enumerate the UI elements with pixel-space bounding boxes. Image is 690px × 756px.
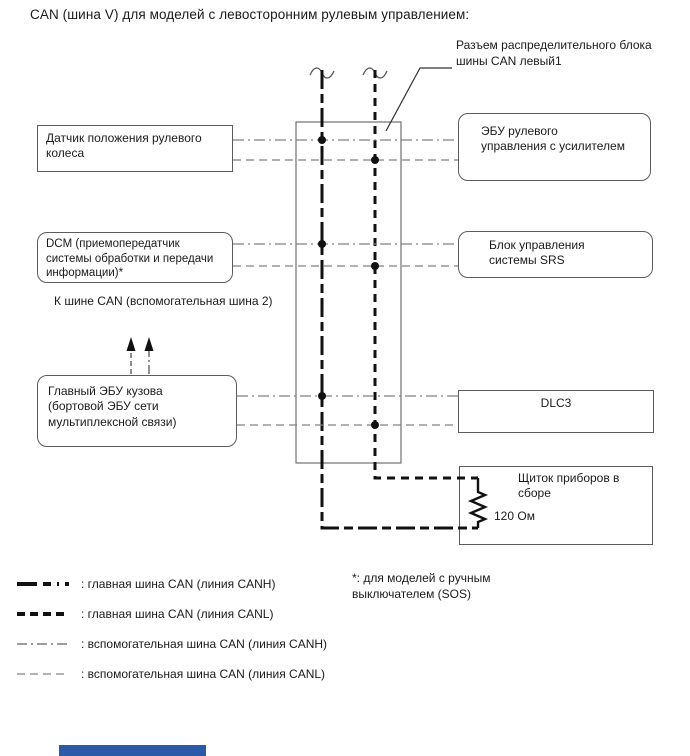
node-steering-position-sensor: Датчик положения рулевого колеса [37, 125, 233, 172]
node-instrument-cluster: Щиток приборов в сборе [459, 466, 653, 545]
legend-main-canl: : главная шина CAN (линия CANL) [16, 606, 273, 622]
node-label: DCM (приемопередатчик [46, 238, 180, 250]
can-junction-block-outline [295, 121, 402, 464]
asterisk-footnote: *: для моделей с ручным выключателем (SO… [352, 570, 552, 602]
page-title: CAN (шина V) для моделей с левосторонним… [30, 7, 470, 22]
bus-break-mark [309, 67, 335, 79]
node-label: информации)* [46, 267, 124, 280]
node-label: (бортовой ЭБУ сети [48, 399, 159, 414]
node-label: системы обработки и передачи [46, 252, 214, 265]
connector-annotation: Разъем распределительного блока шины CAN… [456, 38, 666, 69]
resistor-value-label: 120 Ом [494, 509, 535, 523]
junction-dot [371, 156, 379, 164]
aux-bus-note: К шине CAN (вспомогательная шина 2) [54, 293, 274, 309]
legend-sample-aux-canh [17, 643, 69, 645]
node-label: сборе [518, 486, 551, 501]
legend-sample-main-canh [17, 582, 69, 586]
legend-label: : главная шина CAN (линия CANL) [81, 607, 274, 621]
footnote-line: выключателем (SOS) [352, 587, 472, 602]
junction-dot [318, 136, 326, 144]
junction-dot [318, 392, 326, 400]
junction-dot [371, 421, 379, 429]
legend-aux-canl: : вспомогательная шина CAN (линия CANL) [16, 666, 325, 682]
legend-main-canh: : главная шина CAN (линия CANH) [16, 576, 275, 592]
node-label: DLC3 [540, 396, 572, 410]
bus-break-mark [362, 67, 388, 79]
legend-label: : вспомогательная шина CAN (линия CANH) [81, 637, 328, 651]
junction-dot [371, 262, 379, 270]
footnote-line: *: для моделей с ручным [352, 571, 491, 585]
node-label: Щиток приборов в [518, 471, 620, 485]
legend-sample-aux-canl [17, 673, 69, 675]
aux-bus-note-line: шина 2) [228, 294, 273, 308]
node-label: управления с усилителем [481, 139, 625, 154]
node-label: мультиплексной связи) [48, 414, 177, 429]
node-label: колеса [46, 146, 85, 161]
node-label: ЭБУ рулевого [481, 124, 558, 138]
legend-label: : главная шина CAN (линия CANH) [81, 577, 276, 591]
node-dcm-transceiver: DCM (приемопередатчик системы обработки … [37, 232, 233, 283]
legend-label: : вспомогательная шина CAN (линия CANL) [81, 667, 326, 681]
partial-blue-bar [59, 745, 206, 756]
legend-aux-canh: : вспомогательная шина CAN (линия CANH) [16, 636, 327, 652]
node-label: системы SRS [489, 253, 565, 268]
node-label: Датчик положения рулевого [46, 131, 202, 145]
junction-dot [318, 240, 326, 248]
node-label: Главный ЭБУ кузова [48, 384, 163, 398]
annotation-callout-line [385, 67, 452, 132]
node-label: Блок управления [489, 238, 585, 252]
node-power-steering-ecu: ЭБУ рулевого управления с усилителем [458, 113, 651, 181]
node-dlc3: DLC3 [458, 390, 654, 433]
aux-bus-arrowhead [126, 337, 136, 351]
annotation-line: Разъем распределительного [456, 38, 617, 52]
annotation-line: блока шины CAN левый1 [456, 38, 652, 68]
aux-bus-note-line: К шине CAN (вспомогательная [54, 294, 226, 308]
legend-sample-main-canl [17, 612, 69, 616]
node-main-body-ecu: Главный ЭБУ кузова (бортовой ЭБУ сети му… [37, 375, 237, 447]
aux-bus-arrowhead [144, 337, 154, 351]
main-can-h-line [320, 70, 478, 530]
node-srs-control-unit: Блок управления системы SRS [458, 231, 653, 278]
